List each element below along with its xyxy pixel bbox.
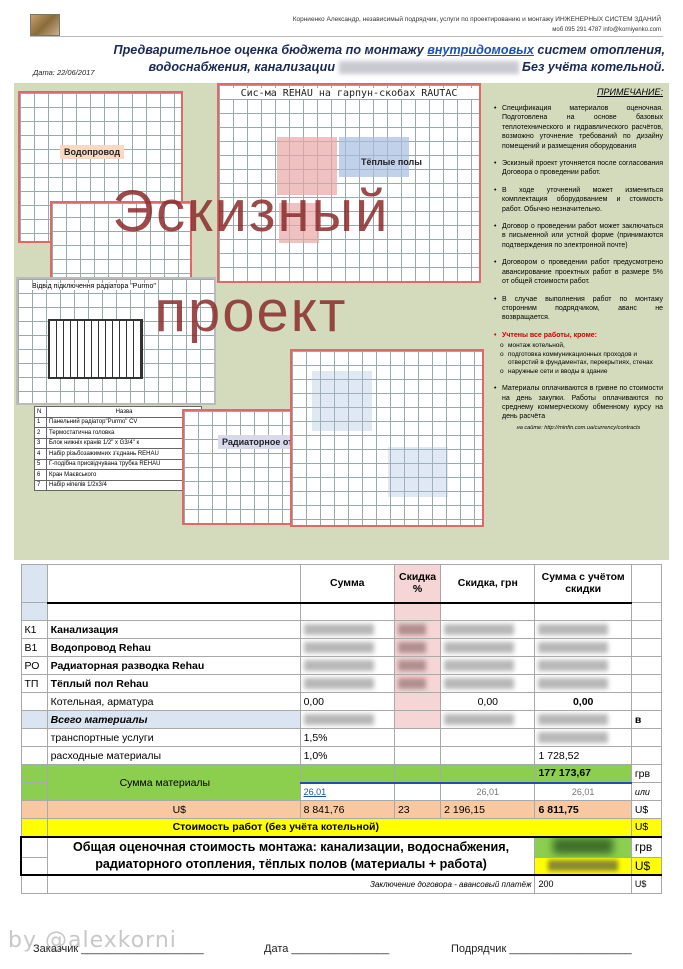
currency-site[interactable]: на сайте: http://minfin.com.ua/currency/… bbox=[516, 424, 641, 431]
materials-sum-row: Сумма материалы 177 173,67 грв bbox=[20, 764, 663, 801]
header-divider bbox=[30, 36, 663, 37]
author-line: Корниенко Александр, независимый подрядч… bbox=[292, 16, 661, 23]
rehau-drawing-title: Сис-ма REHAU на гарпун-скобах RAUTAC bbox=[223, 88, 475, 99]
note-item: Договором о проведении работ предусмотре… bbox=[494, 258, 663, 286]
note-exceptions: Учтены все работы, кроме: bbox=[494, 331, 663, 341]
header-sum: Сумма bbox=[299, 564, 395, 603]
table-row: транспортные услуги 1,5% bbox=[20, 728, 663, 747]
sketch-area: Водопровод Сис-ма REHAU на гарпун-скобах… bbox=[14, 83, 488, 560]
note-item: Договор о проведении работ может заключа… bbox=[494, 222, 663, 250]
table-row: К1 Канализация bbox=[20, 620, 663, 639]
work-cost-row: Стоимость работ (без учёта котельной) U$ bbox=[20, 818, 663, 837]
exception-item: монтаж котельной, bbox=[494, 342, 663, 350]
exchange-rate-row: 26,01 26,01 26,01 или bbox=[20, 781, 663, 801]
radiator-caption: Відвід підключення радіатора "Purmo" bbox=[32, 283, 156, 290]
note-item: Эскизный проект уточняется после согласо… bbox=[494, 159, 663, 178]
page-title: Предварительное оценка бюджета по монтаж… bbox=[113, 43, 665, 75]
contract-row: Заключение договора - авансовый платёж 2… bbox=[20, 874, 663, 894]
watermark-project: проект bbox=[154, 279, 348, 344]
grand-total-usd-row: U$ bbox=[19, 856, 663, 876]
header-discount-pct: Скидка % bbox=[393, 564, 442, 603]
company-logo bbox=[30, 14, 60, 36]
header-discount-uah: Скидка, грн bbox=[440, 564, 536, 603]
exception-item: наружные сети и вводы в здание bbox=[494, 368, 663, 376]
title-link[interactable]: внутридомовых bbox=[427, 43, 534, 57]
table-row: В1 Водопровод Rehau bbox=[20, 638, 663, 657]
document-date: Дата: 22/06/2017 bbox=[33, 68, 95, 77]
contractor-signature: Подрядчик ____________________ bbox=[451, 943, 632, 955]
date-signature: Дата ________________ bbox=[264, 943, 390, 955]
table-row: Котельная, арматура 0,00 0,00 0,00 bbox=[20, 692, 663, 711]
contact-line: моб 095 291 4787 info@korniyenko.com bbox=[552, 27, 661, 33]
notes-heading: ПРИМЕЧАНИЕ: bbox=[597, 87, 663, 97]
radiator-icon bbox=[48, 319, 143, 379]
note-item: В случае выполнения работ по монтажу сто… bbox=[494, 295, 663, 323]
floor-label: Тёплые полы bbox=[361, 157, 422, 167]
notes-panel: ПРИМЕЧАНИЕ: Спецификация материалов оцен… bbox=[488, 83, 669, 560]
table-row: расходные материалы 1,0% 1 728,52 bbox=[20, 746, 663, 765]
note-item: Материалы оплачиваются в гривне по стоим… bbox=[494, 384, 663, 422]
table-row: РО Радиаторная разводка Rehau bbox=[20, 656, 663, 675]
usd-row: U$ 8 841,76 23 2 196,15 6 811,75 U$ bbox=[20, 800, 663, 819]
underfloor-heating-drawing: Сис-ма REHAU на гарпун-скобах RAUTAC Тёп… bbox=[217, 83, 481, 283]
grand-total-row: Общая оценочная стоимость монтажа: канал… bbox=[19, 835, 663, 876]
table-row bbox=[20, 601, 663, 621]
table-header: Сумма Скидка % Скидка, грн Сумма с учёто… bbox=[20, 564, 663, 603]
floor-plan-drawing bbox=[290, 349, 484, 527]
redacted-address bbox=[338, 61, 519, 75]
brand-watermark: by @alexkorni bbox=[8, 928, 177, 953]
table-row: ТП Тёплый пол Rehau bbox=[20, 674, 663, 693]
plumbing-drawing-2 bbox=[50, 201, 192, 283]
plumbing-label: Водопровод bbox=[60, 145, 125, 159]
budget-table: Сумма Скидка % Скидка, грн Сумма с учёто… bbox=[19, 564, 663, 894]
header-sum-discounted: Сумма с учётом скидки bbox=[534, 564, 632, 603]
plumbing-drawing: Водопровод bbox=[18, 91, 183, 243]
table-row: Всего материалы в bbox=[20, 710, 663, 729]
note-item: Спецификация материалов оценочная. Подго… bbox=[494, 104, 663, 151]
note-item: В ходе уточнений может измениться компле… bbox=[494, 186, 663, 214]
radiator-drawing: Відвід підключення радіатора "Purmo" bbox=[16, 277, 216, 405]
notes-list: Спецификация материалов оценочная. Подго… bbox=[494, 104, 663, 341]
watermark-sketch: Эскизный bbox=[112, 179, 390, 244]
exception-item: подготовка коммуникационных проходов и о… bbox=[494, 351, 663, 367]
customer-signature: Заказчик ____________________ bbox=[33, 943, 204, 955]
